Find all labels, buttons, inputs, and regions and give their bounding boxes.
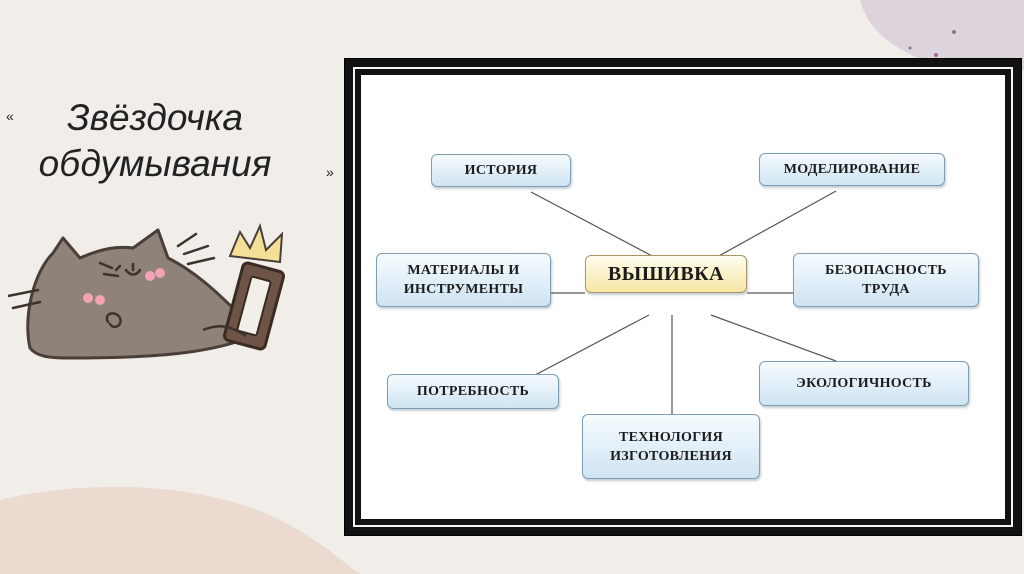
- cat-with-phone-illustration: [8, 222, 286, 360]
- cat-body: [26, 228, 250, 360]
- node-safety-line-1: БЕЗОПАСНОСТЬ: [825, 263, 947, 278]
- connector-lines: [500, 190, 837, 430]
- node-history: ИСТОРИЯ: [431, 154, 571, 187]
- diagram-frame: ВЫШИВКА ИСТОРИЯ МОДЕЛИРОВАНИЕ МАТЕРИАЛЫ …: [344, 58, 1022, 536]
- node-materials-line-2: ИНСТРУМЕНТЫ: [403, 282, 524, 297]
- link-history: [530, 191, 674, 268]
- node-materials-tools: МАТЕРИАЛЫ И ИНСТРУМЕНТЫ: [376, 253, 551, 307]
- center-node-embroidery: ВЫШИВКА: [585, 255, 747, 293]
- closing-quote-mark: »: [326, 164, 334, 180]
- node-materials-line-1: МАТЕРИАЛЫ И: [407, 263, 520, 278]
- cat-cheeks: [83, 268, 165, 305]
- node-technology-line-2: ИЗГОТОВЛЕНИЯ: [610, 448, 732, 464]
- link-modeling: [698, 190, 837, 268]
- node-work-safety: БЕЗОПАСНОСТЬ ТРУДА: [793, 253, 979, 307]
- node-safety-line-2: ТРУДА: [862, 282, 910, 297]
- opening-quote-mark: «: [6, 108, 14, 124]
- cat-face: [8, 232, 216, 329]
- link-ecology: [710, 314, 837, 362]
- sparkle-icon: [228, 222, 284, 264]
- node-manufacturing-technology: ТЕХНОЛОГИЯ ИЗГОТОВЛЕНИЯ: [582, 414, 760, 479]
- node-need: ПОТРЕБНОСТЬ: [387, 374, 559, 409]
- diagram-canvas: ВЫШИВКА ИСТОРИЯ МОДЕЛИРОВАНИЕ МАТЕРИАЛЫ …: [361, 75, 1005, 519]
- cat-paw: [202, 325, 247, 338]
- node-technology-line-1: ТЕХНОЛОГИЯ: [618, 429, 724, 445]
- slide-title-line-1: Звёздочка: [67, 97, 243, 138]
- slide-title: Звёздочка обдумывания: [20, 95, 290, 187]
- node-modeling: МОДЕЛИРОВАНИЕ: [759, 153, 945, 186]
- node-ecology: ЭКОЛОГИЧНОСТЬ: [759, 361, 969, 406]
- frame-inner-border: [353, 67, 1013, 527]
- phone-icon: [222, 261, 286, 351]
- bottom-left-blob: [0, 486, 360, 574]
- slide-title-line-2: обдумывания: [38, 143, 272, 184]
